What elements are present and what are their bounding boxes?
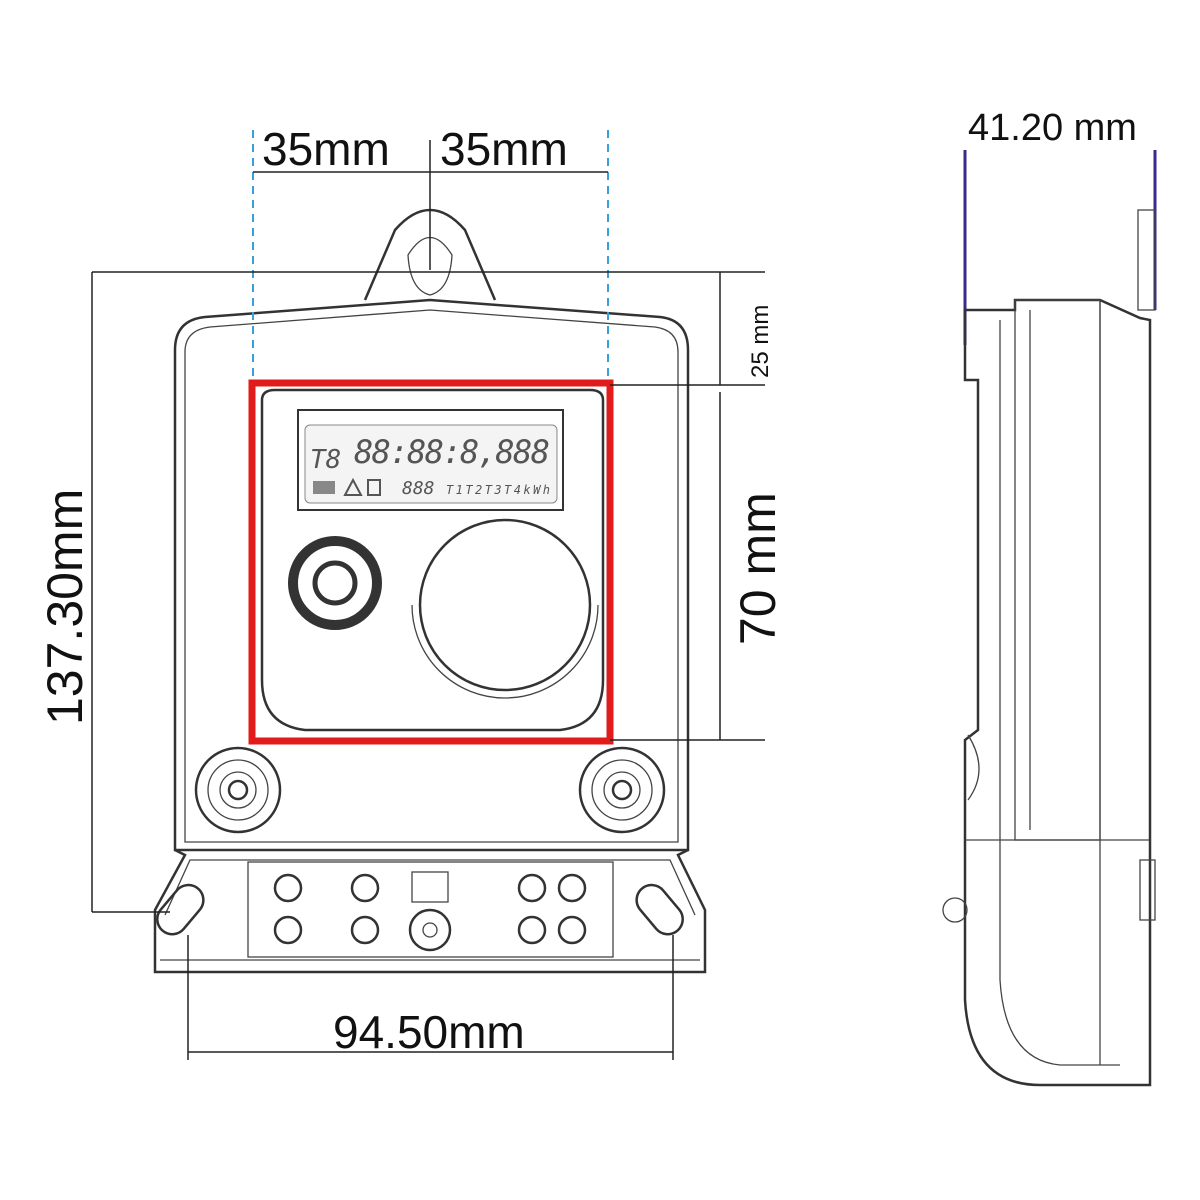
display-area-highlight — [248, 379, 614, 745]
meter-side-view — [942, 150, 1157, 1087]
battery-icon — [313, 481, 335, 494]
meter-front-view: T8 88:88:8,888 888 T1T2T3T4kWh — [153, 208, 707, 974]
lock-icon — [367, 479, 381, 496]
lcd-main-digits: 88:88:8,888 — [354, 433, 550, 471]
dim-left-half: 35mm — [262, 123, 390, 175]
lcd-display: T8 88:88:8,888 888 T1T2T3T4kWh — [297, 409, 564, 511]
mount-slots — [156, 883, 684, 936]
dim-depth: 41.20 mm — [968, 107, 1137, 149]
dim-window-height: 70 mm — [730, 492, 786, 645]
warning-icon — [343, 477, 363, 496]
dim-hole-spacing: 94.50mm — [333, 1006, 525, 1058]
dim-right-half: 35mm — [440, 123, 568, 175]
lcd-small-digits: 888 — [402, 478, 435, 499]
dim-total-height: 137.30mm — [37, 489, 93, 725]
seal-screws — [194, 746, 666, 834]
lcd-tariff: T8 — [310, 445, 341, 475]
button — [288, 536, 382, 630]
terminal-screws — [273, 871, 587, 952]
dim-top-offset: 25 mm — [747, 305, 774, 378]
optical-port — [411, 518, 599, 699]
lcd-tariff-labels: T1T2T3T4kWh — [446, 483, 550, 497]
dimension-lines — [91, 130, 765, 1060]
